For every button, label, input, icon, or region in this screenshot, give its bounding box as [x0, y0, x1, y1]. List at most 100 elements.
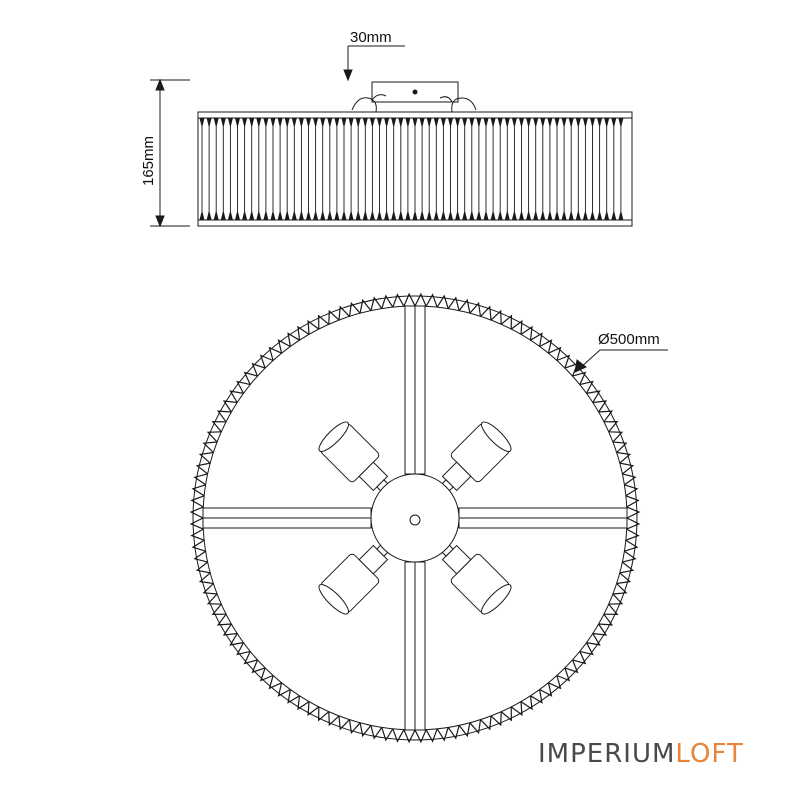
crystal-tip	[291, 117, 297, 127]
crystal-tip	[419, 211, 425, 221]
ring-tooth	[206, 593, 222, 605]
crystal-tip	[348, 211, 354, 221]
crystal-tip	[398, 211, 404, 221]
crystal-tip	[476, 211, 482, 221]
ring-tooth	[592, 623, 608, 636]
ring-tooth	[520, 695, 533, 711]
ring-tooth	[586, 633, 601, 646]
ring-tooth	[191, 539, 206, 552]
brand-logo: IMPERIUMLOFT	[538, 739, 744, 769]
ring-tooth	[202, 441, 218, 453]
ring-tooth	[277, 682, 291, 697]
ring-tooth	[216, 613, 232, 626]
ring-tooth	[414, 292, 427, 307]
ring-tooth	[348, 719, 361, 735]
ring-tooth	[206, 431, 222, 443]
ring-tooth	[259, 667, 274, 682]
crystal-tip	[519, 211, 524, 221]
crystal-tip	[568, 211, 574, 221]
socket-cap-left	[351, 97, 377, 113]
crystal-tip	[362, 117, 368, 127]
socket-cap-right	[451, 97, 477, 113]
crystal-tip	[611, 117, 617, 127]
crystal-tip	[469, 117, 475, 127]
ring-tooth	[307, 319, 320, 335]
ring-tooth	[480, 715, 492, 731]
ring-tooth	[236, 380, 251, 394]
ring-tooth	[616, 451, 632, 464]
ring-tooth	[603, 420, 619, 433]
ring-tooth	[191, 484, 206, 497]
crystal-ring-edge	[189, 292, 641, 744]
ring-tooth	[592, 400, 608, 413]
crystal-tip	[462, 211, 468, 221]
ring-tooth	[370, 725, 383, 740]
ring-tooth	[268, 346, 282, 361]
crystal-tip	[526, 117, 532, 127]
ring-tooth	[190, 528, 205, 541]
ring-tooth	[619, 561, 635, 574]
crystal-tip	[298, 211, 304, 221]
crystal-tip	[306, 117, 311, 127]
crystal-tip	[540, 117, 546, 127]
crystal-tip	[249, 117, 255, 127]
crystal-tip	[412, 117, 418, 127]
ring-tooth	[193, 473, 208, 486]
crystal-tip	[270, 211, 276, 221]
ring-tooth	[403, 292, 416, 307]
crystal-tip	[483, 211, 489, 221]
crystal-tip	[604, 117, 610, 127]
crystal-tip	[227, 117, 233, 127]
crystal-tip	[242, 117, 248, 127]
crystal-tip	[362, 211, 368, 221]
crystal-tip	[561, 211, 567, 221]
crystal-tip	[277, 211, 283, 221]
crystal-tip	[249, 211, 255, 221]
ring-tooth	[458, 298, 471, 314]
ring-tooth	[624, 539, 639, 552]
ring-tooth	[222, 400, 238, 413]
crystal-tip	[355, 117, 361, 127]
crystal-tip	[504, 211, 510, 221]
crystal-tip	[384, 211, 390, 221]
crystal-tip	[377, 211, 382, 221]
bulb-socket-top-right	[435, 421, 512, 498]
crystal-tip	[490, 211, 496, 221]
ring-tooth	[328, 309, 340, 325]
crystal-tip	[256, 211, 262, 221]
ring-tooth	[572, 651, 587, 665]
crystal-tip	[554, 117, 560, 127]
ring-tooth	[548, 346, 562, 361]
brand-logo-part1: IMPERIUM	[538, 739, 675, 769]
crystal-tip	[533, 211, 539, 221]
crystal-tip	[618, 117, 624, 127]
crystal-tip	[306, 211, 311, 221]
crystal-tip	[462, 117, 468, 127]
ring-tooth	[195, 462, 211, 475]
ring-tooth	[510, 701, 523, 717]
dimension-mount-depth-label: 30mm	[350, 29, 392, 46]
crystal-tip	[270, 117, 276, 127]
crystal-tip	[575, 117, 581, 127]
center-screw	[409, 514, 421, 526]
ring-tooth	[490, 309, 502, 325]
ring-tooth	[338, 305, 350, 321]
ring-tooth	[436, 727, 449, 742]
crystal-tip	[199, 117, 205, 127]
ring-tooth	[211, 420, 227, 433]
ring-tooth	[436, 294, 449, 309]
crystal-tip	[597, 117, 603, 127]
ring-tooth	[425, 728, 438, 743]
crystal-tip	[220, 211, 226, 221]
ring-tooth	[548, 675, 562, 690]
ring-tooth	[297, 695, 310, 711]
crystal-tip	[568, 117, 574, 127]
crystal-tip	[519, 117, 524, 127]
ring-tooth	[190, 495, 205, 508]
dimension-height-label: 165mm	[140, 136, 157, 186]
ring-tooth	[579, 380, 594, 394]
crystal-tip	[391, 211, 397, 221]
socket-cap-right-2	[439, 96, 453, 103]
ring-tooth	[458, 722, 471, 738]
crystal-tip	[313, 117, 319, 127]
